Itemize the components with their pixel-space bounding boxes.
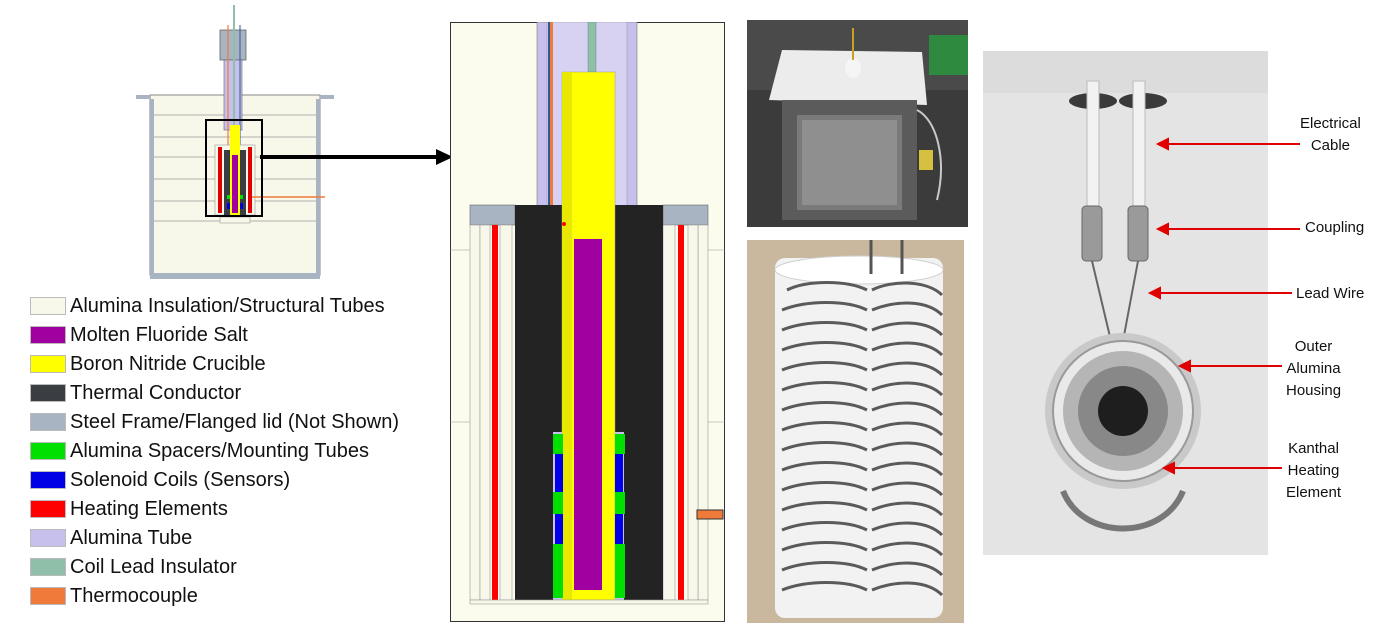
callout-line: Kanthal xyxy=(1288,440,1339,457)
legend-item: Steel Frame/Flanged lid (Not Shown) xyxy=(30,410,399,434)
legend-item: Coil Lead Insulator xyxy=(30,555,237,579)
callout-electrical-cable: Electrical Cable xyxy=(1300,113,1361,157)
callout-line: Element xyxy=(1286,484,1342,501)
callout-coupling: Coupling xyxy=(1305,217,1364,239)
legend-item: Alumina Spacers/Mounting Tubes xyxy=(30,439,369,463)
legend-label: Alumina Tube xyxy=(70,526,193,549)
legend-label: Steel Frame/Flanged lid (Not Shown) xyxy=(70,410,400,433)
callout-line: Outer xyxy=(1294,338,1333,355)
callout-arrows xyxy=(1140,130,1305,480)
legend-item: Thermal Conductor xyxy=(30,381,241,405)
legend-swatch xyxy=(30,442,66,460)
legend-label: Heating Elements xyxy=(70,497,228,520)
callout-outer-housing: Outer Alumina Housing xyxy=(1286,336,1341,402)
callout-line: Lead Wire xyxy=(1296,285,1365,302)
legend-swatch xyxy=(30,558,66,576)
furnace-photo xyxy=(747,20,968,227)
legend-label: Molten Fluoride Salt xyxy=(70,323,248,346)
legend-item: Thermocouple xyxy=(30,584,198,608)
callout-kanthal: Kanthal Heating Element xyxy=(1286,438,1341,504)
legend-item: Molten Fluoride Salt xyxy=(30,323,248,347)
legend-swatch xyxy=(30,413,66,431)
legend-item: Solenoid Coils (Sensors) xyxy=(30,468,290,492)
legend-swatch xyxy=(30,355,66,373)
legend-label: Coil Lead Insulator xyxy=(70,555,237,578)
callout-line: Alumina xyxy=(1286,360,1341,377)
legend-swatch xyxy=(30,587,66,605)
callout-line: Heating xyxy=(1287,462,1340,479)
callout-line: Coupling xyxy=(1305,219,1365,236)
legend-item: Heating Elements xyxy=(30,497,228,521)
zoomed-cross-section xyxy=(450,22,725,622)
callout-line: Housing xyxy=(1286,382,1342,399)
legend-swatch xyxy=(30,471,66,489)
legend-label: Thermocouple xyxy=(70,584,198,607)
legend-swatch xyxy=(30,384,66,402)
legend-swatch xyxy=(30,500,66,518)
legend-swatch xyxy=(30,529,66,547)
legend-label: Thermal Conductor xyxy=(70,381,242,404)
legend-label: Alumina Insulation/Structural Tubes xyxy=(70,294,385,317)
legend-item: Boron Nitride Crucible xyxy=(30,352,266,376)
legend-label: Alumina Spacers/Mounting Tubes xyxy=(70,439,370,462)
callout-line: Electrical xyxy=(1300,115,1361,132)
legend-label: Boron Nitride Crucible xyxy=(70,352,266,375)
callout-lead-wire: Lead Wire xyxy=(1296,283,1364,305)
overview-cross-section xyxy=(130,5,340,285)
legend-label: Solenoid Coils (Sensors) xyxy=(70,468,291,491)
zoom-pointer-arrow xyxy=(260,146,455,168)
legend-item: Alumina Tube xyxy=(30,526,192,550)
legend-swatch xyxy=(30,326,66,344)
legend-item: Alumina Insulation/Structural Tubes xyxy=(30,294,385,318)
callout-line: Cable xyxy=(1310,137,1351,154)
legend-swatch xyxy=(30,297,66,315)
sensor-end-view-photo xyxy=(983,51,1268,555)
coil-heater-photo xyxy=(747,240,964,623)
